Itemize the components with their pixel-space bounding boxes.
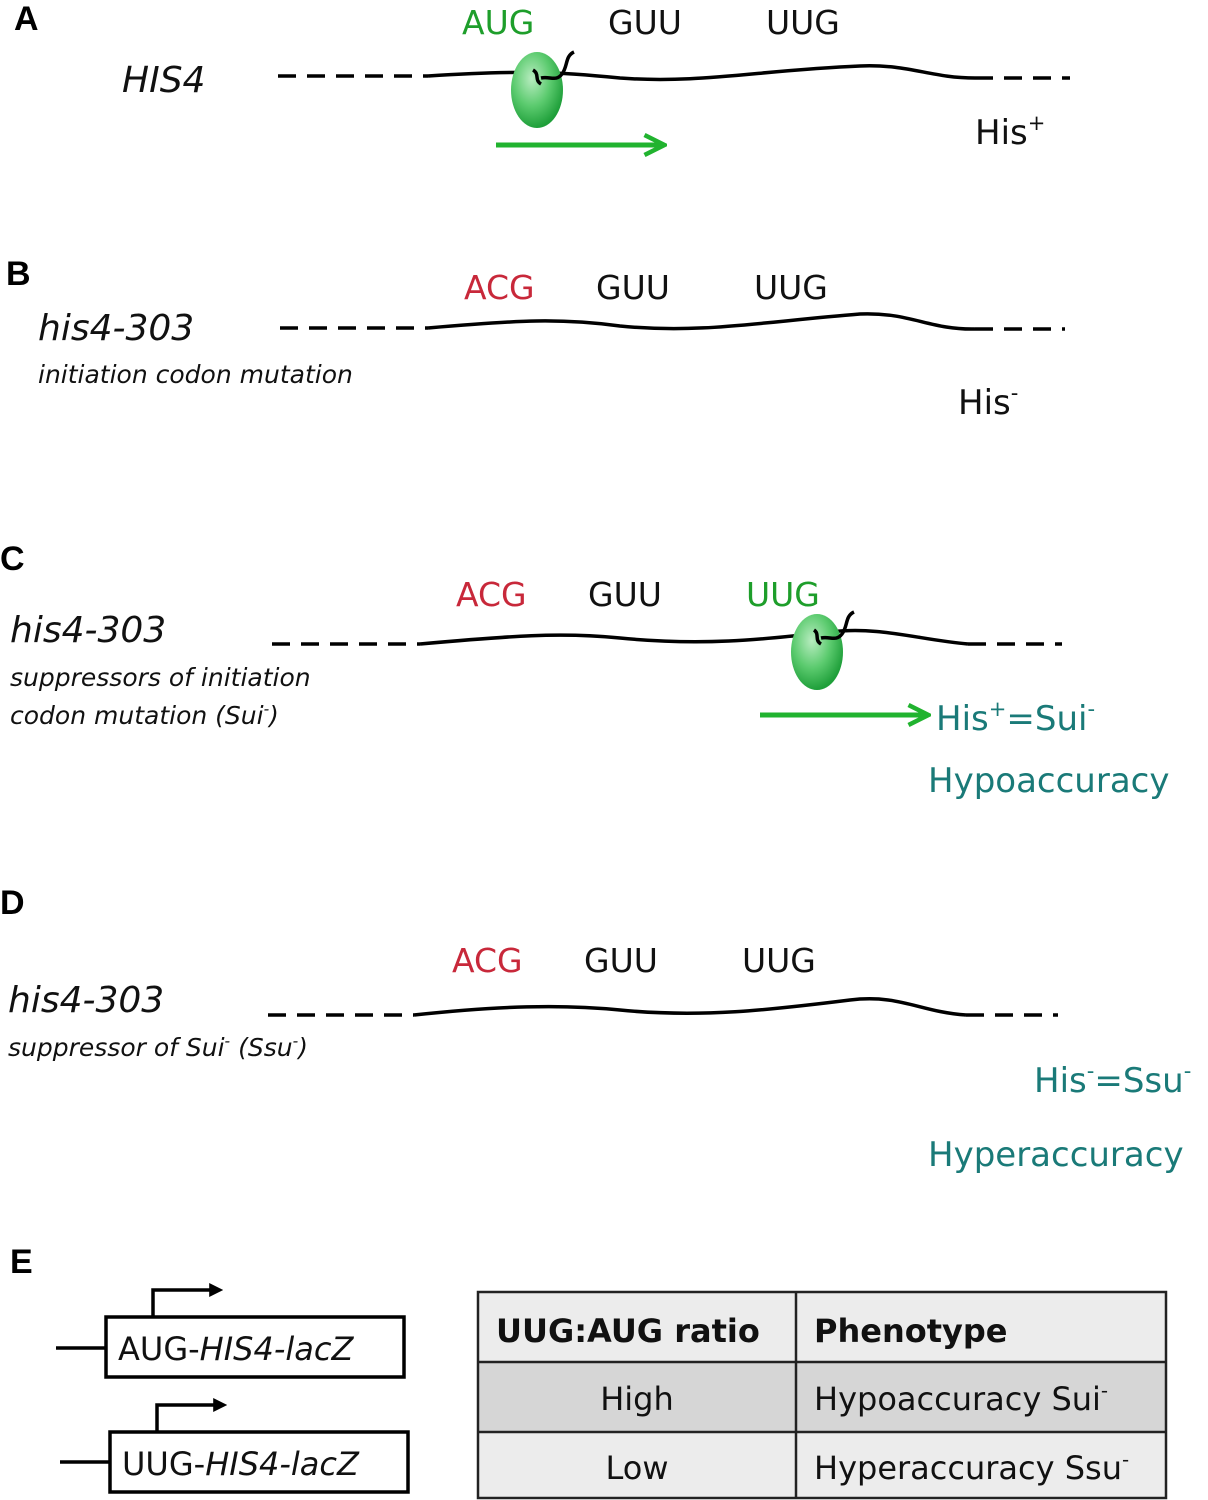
table-border (476, 1290, 1168, 1500)
table-cell-ratio-high: High (600, 1380, 674, 1418)
panel-c-letter: C (0, 540, 25, 578)
panel-a-codon-2: GUU (608, 3, 682, 42)
panel-c-phenotype: His+=Sui- (936, 696, 1095, 739)
reporter-box (104, 1315, 406, 1379)
panel-c-codon-1: ACG (456, 575, 527, 614)
reporter-construct-aug: AUG-HIS4-lacZ (56, 1283, 406, 1379)
panel-c-subtitle-line1: suppressors of initiation (10, 663, 311, 692)
panel-b-codon-1: ACG (464, 268, 535, 307)
reporter-label-uug: UUG-HIS4-lacZ (122, 1445, 360, 1483)
reporter-label-aug: AUG-HIS4-lacZ (118, 1330, 354, 1368)
panel-c-accuracy-label: Hypoaccuracy (928, 761, 1169, 801)
panel-d-codon-2: GUU (584, 941, 658, 980)
panel-d-gene-name: his4-303 (8, 980, 164, 1021)
ribosome-icon (511, 50, 575, 128)
table-header-row (478, 1292, 1166, 1362)
panel-b-codon-2: GUU (596, 268, 670, 307)
reporter-construct-uug: UUG-HIS4-lacZ (60, 1398, 410, 1494)
mrna-strand (419, 628, 969, 646)
panel-d-mrna (268, 997, 1058, 1017)
panel-b-subtitle: initiation codon mutation (38, 360, 353, 389)
panel-d-accuracy-label: Hyperaccuracy (928, 1135, 1184, 1175)
panel-b-mrna (280, 312, 1065, 331)
panel-a-phenotype: His+ (975, 110, 1045, 153)
panel-e-letter: E (10, 1243, 33, 1281)
panel-d: D his4-303 suppressor of Sui- (Ssu-) ACG… (0, 884, 1191, 1175)
panel-d-codon-1: ACG (452, 941, 523, 980)
panel-e: E AUG-HIS4-lacZ UUG-HIS4-lacZ UUG:AUG ra… (10, 1243, 1168, 1500)
panel-c: C his4-303 suppressors of initiation cod… (0, 540, 1169, 801)
panel-d-letter: D (0, 884, 25, 922)
ribosome-icon (791, 610, 855, 690)
table-row (478, 1432, 1166, 1498)
panel-b-letter: B (6, 255, 31, 293)
panel-d-phenotype: His-=Ssu- (1034, 1058, 1191, 1101)
panel-a-gene-name: HIS4 (122, 60, 205, 101)
table-row (478, 1362, 1166, 1432)
phenotype-table: UUG:AUG ratio Phenotype High Hypoaccurac… (476, 1290, 1168, 1500)
panel-c-codon-2: GUU (588, 575, 662, 614)
table-cell-phenotype-high: Hypoaccuracy Sui- (814, 1379, 1108, 1418)
panel-c-subtitle-line2: codon mutation (Sui-) (10, 700, 279, 730)
panel-a-letter: A (14, 0, 39, 38)
panel-d-subtitle: suppressor of Sui- (Ssu-) (8, 1032, 308, 1062)
panel-a-codon-1: AUG (462, 3, 534, 42)
panel-c-mrna (272, 628, 1062, 646)
panel-c-gene-name: his4-303 (10, 610, 166, 651)
nascent-peptide-icon (812, 610, 855, 646)
table-header-phenotype: Phenotype (814, 1312, 1007, 1350)
table-cell-ratio-low: Low (605, 1449, 668, 1487)
transcription-start-arrow-icon (155, 1398, 228, 1432)
panel-b-gene-name: his4-303 (38, 308, 194, 349)
mrna-strand (413, 997, 967, 1017)
table-header-ratio: UUG:AUG ratio (496, 1312, 760, 1350)
reporter-box (108, 1430, 410, 1494)
nascent-peptide-icon (531, 50, 575, 86)
panel-a-codon-3: UUG (766, 3, 840, 42)
mrna-strand (427, 312, 976, 331)
panel-c-codon-3: UUG (746, 575, 820, 614)
panel-d-codon-3: UUG (742, 941, 816, 980)
table-cell-phenotype-low: Hyperaccuracy Ssu- (814, 1448, 1129, 1487)
panel-a-mrna (278, 64, 1070, 82)
panel-a: A HIS4 AUG GUU UUG His+ (14, 0, 1070, 153)
panel-b: B his4-303 initiation codon mutation ACG… (6, 255, 1065, 423)
transcription-start-arrow-icon (151, 1283, 224, 1317)
panel-b-phenotype: His- (958, 380, 1018, 423)
panel-b-codon-3: UUG (754, 268, 828, 307)
mrna-strand (427, 64, 976, 82)
